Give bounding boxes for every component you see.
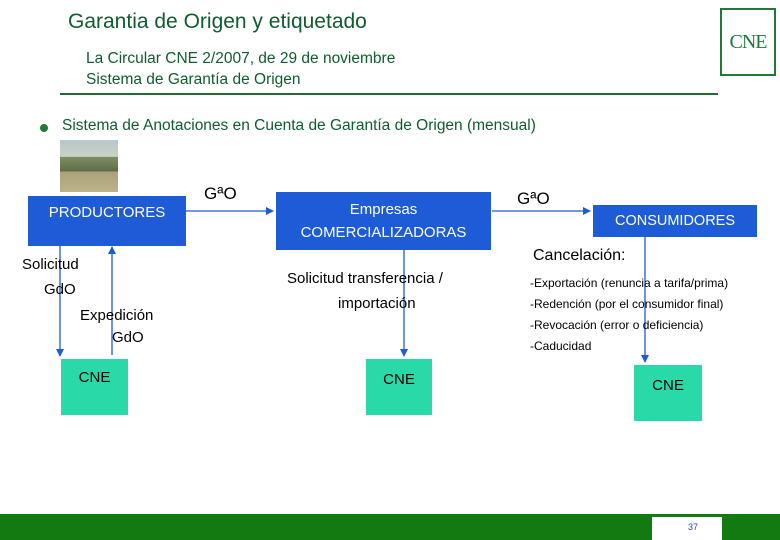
label-transferencia-1: Solicitud transferencia / [287,270,443,287]
label-transferencia-2: importación [338,295,416,312]
label-expedicion-2: GdO [112,329,144,346]
node-productores-label: PRODUCTORES [48,204,166,221]
label-solicitud-1: Solicitud [22,256,79,273]
node-empresas: Empresas COMERCIALIZADORAS [276,192,491,250]
subtitle-circular: La Circular CNE 2/2007, de 29 de noviemb… [86,50,396,67]
page-number-box [652,517,722,540]
cancelacion-item: -Exportación (renuncia a tarifa/prima) [530,276,729,290]
node-cne-3-label: CNE [652,377,684,394]
node-empresas-label-2: COMERCIALIZADORAS [300,224,467,241]
page-number: 37 [688,522,699,532]
footer-bar [0,514,780,540]
node-cne-1-label: CNE [78,369,111,386]
cancelacion-item: -Revocación (error o deficiencia) [530,318,704,332]
cancelacion-item: -Caducidad [530,339,592,353]
cancelacion-item: -Redención (por el consumidor final) [530,297,724,311]
bullet-icon [40,124,48,132]
node-empresas-label-1: Empresas [349,201,418,218]
node-consumidores: CONSUMIDORES [593,205,757,237]
solar-panels-photo [60,140,118,192]
label-solicitud-2: GdO [44,281,76,298]
node-cne-3: CNE [634,365,702,421]
node-cne-1: CNE [61,359,128,415]
node-consumidores-label: CONSUMIDORES [614,213,736,229]
node-productores: PRODUCTORES [28,196,186,246]
edge-label-gao-2: GªO [517,189,550,208]
cancelacion-list: -Exportación (renuncia a tarifa/prima) -… [530,273,728,357]
title-rule [60,93,718,95]
bullet-text: Sistema de Anotaciones en Cuenta de Gara… [62,117,536,134]
label-cancelacion-title: Cancelación: [533,247,626,264]
label-expedicion-1: Expedición [80,307,154,324]
node-cne-2: CNE [366,359,432,415]
subtitle-system: Sistema de Garantía de Origen [86,71,301,88]
slide-title: Garantia de Origen y etiquetado [68,10,367,33]
edge-label-gao-1: GªO [204,184,237,203]
node-cne-2-label: CNE [383,371,415,388]
cne-logo: CNE [720,8,776,76]
